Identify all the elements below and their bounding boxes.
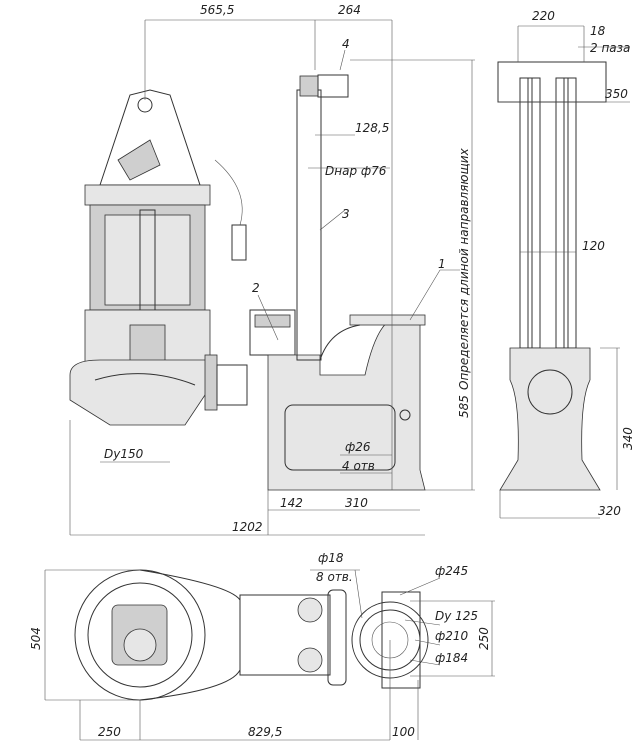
dim-320: 320 <box>598 504 621 518</box>
guide-rail <box>296 74 349 361</box>
dim-504: 504 <box>29 627 43 650</box>
coupling-base <box>249 309 426 491</box>
dim-18: 18 <box>590 24 606 38</box>
dim-220: 220 <box>532 9 555 23</box>
dim-829-5: 829,5 <box>248 725 282 739</box>
dim-585: 585 <box>457 395 471 418</box>
dim-holes-26: ф26 <box>345 440 371 454</box>
plan-view <box>74 569 429 701</box>
dim-142: 142 <box>280 496 303 510</box>
side-view <box>497 61 607 491</box>
dim-100: 100 <box>392 725 415 739</box>
callout-1: 1 <box>438 257 446 271</box>
plan-dimension-lines <box>44 569 495 741</box>
dim-dy125: Dy 125 <box>435 609 478 623</box>
dim-holes-18: ф18 <box>318 551 344 565</box>
side-dimension-lines <box>498 25 630 519</box>
rail-length-note: Определяется длиной направляющих <box>457 147 471 390</box>
front-dimension-lines <box>69 19 475 536</box>
dim-184: ф184 <box>435 651 468 665</box>
dim-plan-250: 250 <box>98 725 121 739</box>
dim-dy150: Dy150 <box>104 447 144 461</box>
callout-2: 2 <box>252 281 260 295</box>
dim-310: 310 <box>345 496 368 510</box>
dim-210: ф210 <box>435 629 469 643</box>
pump-front-view <box>69 89 248 426</box>
dim-128-5: 128,5 <box>355 121 389 135</box>
dim-flange-250: 250 <box>477 627 491 650</box>
dim-264: 264 <box>338 3 361 17</box>
dim-holes-count: 4 отв <box>342 459 375 473</box>
callout-4: 4 <box>342 37 350 51</box>
dim-slots: 2 паза <box>590 41 630 55</box>
dim-plan-holes-count: 8 отв. <box>316 570 353 584</box>
dim-350: 350 <box>605 87 628 101</box>
dim-340: 340 <box>621 427 635 450</box>
dim-pipe-76: Dнар ф76 <box>325 164 387 178</box>
dim-1202: 1202 <box>232 520 263 534</box>
dim-120: 120 <box>582 239 605 253</box>
dim-565-5: 565,5 <box>200 3 234 17</box>
dim-245: ф245 <box>435 564 468 578</box>
callout-3: 3 <box>342 207 350 221</box>
